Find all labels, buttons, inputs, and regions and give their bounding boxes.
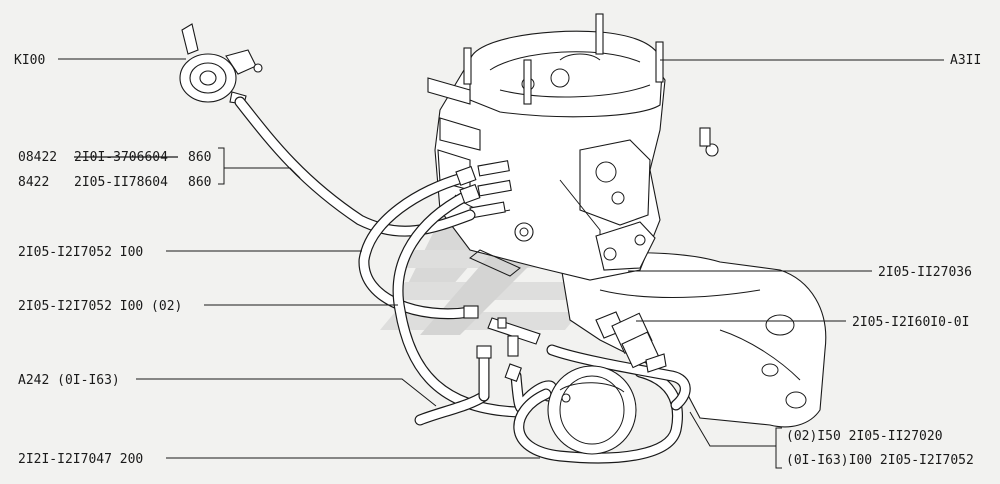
label-a311: A3II [950,53,981,68]
vacuum-unit [547,365,637,455]
label-ref-8422-part: 2I05-II78604 [74,175,168,190]
label-hose-100: 2I05-I2I7052 I00 [18,245,143,260]
label-hose-200: 2I2I-I2I7047 200 [18,452,143,467]
label-right-02-150: (02)I50 2I05-II27020 [786,429,943,444]
fuel-filter-k100 [179,23,263,105]
label-a242: A242 (0I-I63) [18,373,120,388]
label-ref-08422-qty: 860 [188,150,211,165]
label-ref-8422: 8422 [18,175,49,190]
part-labels: KI00 A3II 08422 2I0I-3706604 860 8422 2I… [14,53,981,468]
label-right-16010: 2I05-I2I60I0-0I [852,315,969,330]
label-right-27036: 2I05-II27036 [878,265,972,280]
fuel-hoses [234,96,691,464]
label-k100: KI00 [14,53,45,68]
fittings [455,165,667,382]
label-right-01-100: (0I-I63)I00 2I05-I2I7052 [786,453,974,468]
label-ref-08422: 08422 [18,150,57,165]
leader-lines [58,58,944,469]
label-ref-8422-qty: 860 [188,175,211,190]
label-hose-100-02: 2I05-I2I7052 I00 (02) [18,299,182,314]
